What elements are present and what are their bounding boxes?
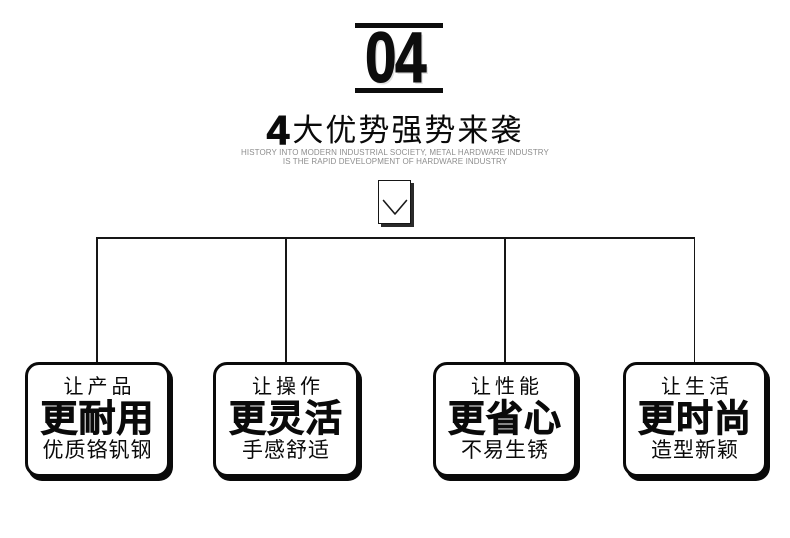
subtitle-line-2: IS THE RAPID DEVELOPMENT OF HARDWARE IND…: [282, 156, 508, 166]
feature-card-stylish: 让生活 更时尚 造型新颖: [623, 362, 767, 477]
card-tagline: 让产品: [63, 375, 136, 398]
card-headline: 更时尚: [638, 397, 752, 439]
subtitle: HISTORY INTO MODERN INDUSTRIAL SOCIETY, …: [0, 148, 790, 166]
tree-branch-line-1: [96, 237, 98, 363]
subtitle-line-1: HISTORY INTO MODERN INDUSTRIAL SOCIETY, …: [241, 148, 549, 157]
number-bottom-rule: [355, 88, 443, 93]
card-tagline: 让操作: [252, 375, 324, 398]
card-detail: 不易生锈: [461, 439, 549, 463]
tree-branch-line-2: [285, 237, 287, 363]
title-text: 大优势强势来袭: [292, 113, 524, 148]
card-headline: 更耐用: [40, 397, 155, 439]
feature-card-worry-free: 让性能 更省心 不易生锈: [433, 362, 577, 477]
page-title: 4 大优势强势来袭: [0, 104, 790, 154]
tree-branch-line-3: [504, 237, 506, 363]
feature-card-durable: 让产品 更耐用 优质铬钒钢: [25, 362, 170, 477]
card-tagline: 让生活: [661, 375, 733, 398]
card-detail: 优质铬钒钢: [42, 439, 153, 463]
card-tagline: 让性能: [471, 375, 543, 398]
card-detail: 造型新颖: [651, 439, 739, 463]
tree-branch-line-4: [693, 237, 695, 363]
number-top-rule: [355, 23, 443, 28]
card-headline: 更省心: [448, 397, 562, 439]
title-number: 4: [266, 107, 290, 154]
section-number: 04: [365, 18, 427, 98]
tree-horizontal-line: [96, 237, 695, 239]
chevron-down-box: [378, 180, 411, 224]
card-detail: 手感舒适: [242, 439, 330, 463]
card-headline: 更灵活: [229, 397, 343, 439]
feature-card-flexible: 让操作 更灵活 手感舒适: [213, 362, 359, 477]
chevron-down-icon: [382, 199, 407, 215]
